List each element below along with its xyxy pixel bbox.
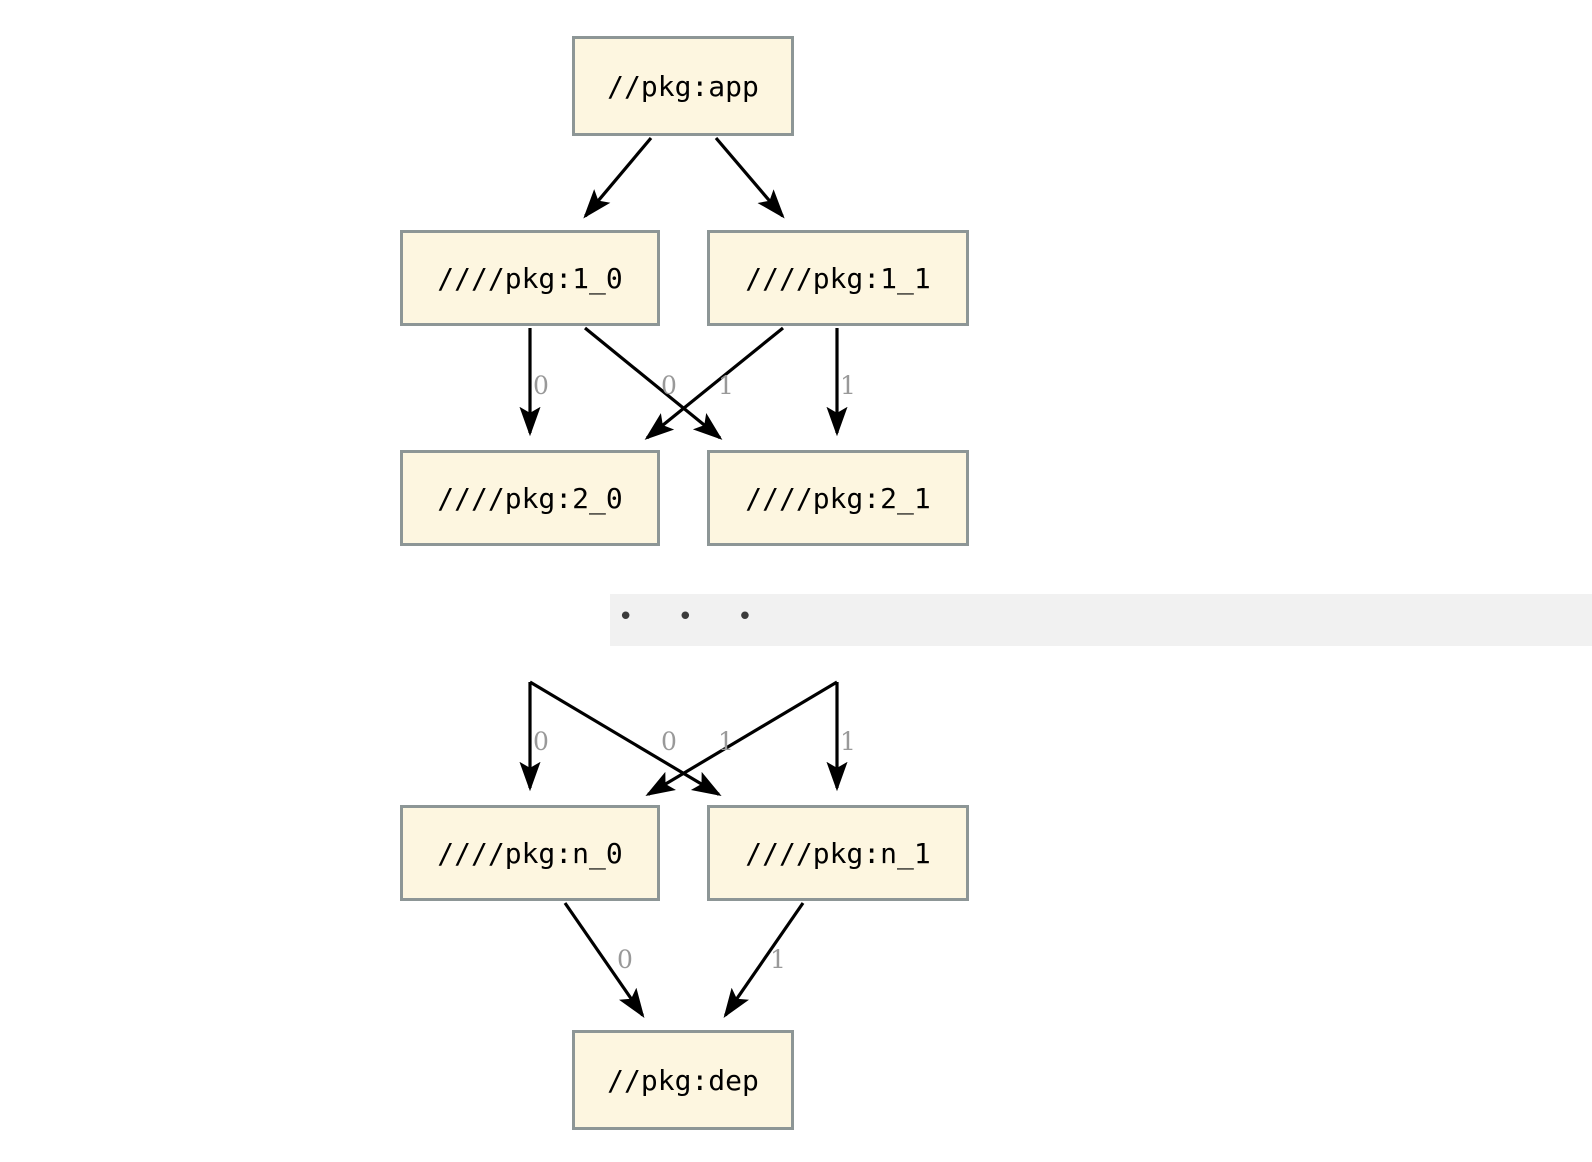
graph-node-label: ////pkg:n_1 xyxy=(745,836,931,870)
graph-node-n1_1[interactable]: ////pkg:1_1 xyxy=(707,230,969,326)
graph-node-label: ////pkg:1_1 xyxy=(745,261,931,295)
edge-label: 1 xyxy=(840,727,856,756)
graph-node-label: ////pkg:2_0 xyxy=(437,481,623,515)
graph-node-label: //pkg:dep xyxy=(607,1063,759,1097)
graph-node-dep[interactable]: //pkg:dep xyxy=(572,1030,794,1130)
edges-group xyxy=(519,136,848,1018)
graph-edge xyxy=(583,136,653,219)
graph-node-label: ////pkg:1_0 xyxy=(437,261,623,295)
edge-label: 0 xyxy=(533,727,549,756)
graph-node-label: //pkg:app xyxy=(607,69,759,103)
ellipsis-dots: • • • xyxy=(618,602,771,632)
graph-node-nn_1[interactable]: ////pkg:n_1 xyxy=(707,805,969,901)
edge-label: 0 xyxy=(617,945,633,974)
graph-edge xyxy=(563,902,645,1018)
edge-label: 0 xyxy=(533,371,549,400)
edge-label: 0 xyxy=(661,727,677,756)
edge-label: 1 xyxy=(840,371,856,400)
graph-node-label: ////pkg:2_1 xyxy=(745,481,931,515)
edge-label: 1 xyxy=(718,727,734,756)
edge-label: 1 xyxy=(770,945,786,974)
graph-edge xyxy=(644,326,785,440)
graph-node-app[interactable]: //pkg:app xyxy=(572,36,794,136)
ellipsis-separator-band: • • • xyxy=(610,594,1592,646)
graph-node-label: ////pkg:n_0 xyxy=(437,836,623,870)
edge-label: 1 xyxy=(718,371,734,400)
graph-node-nn_0[interactable]: ////pkg:n_0 xyxy=(400,805,660,901)
graph-edge xyxy=(645,680,838,796)
graph-node-n1_0[interactable]: ////pkg:1_0 xyxy=(400,230,660,326)
graph-edge xyxy=(723,902,805,1018)
graph-node-n2_0[interactable]: ////pkg:2_0 xyxy=(400,450,660,546)
edge-label: 0 xyxy=(661,371,677,400)
graph-edge xyxy=(583,326,723,440)
graph-edge xyxy=(714,136,785,219)
graph-edge xyxy=(529,680,722,796)
graph-node-n2_1[interactable]: ////pkg:2_1 xyxy=(707,450,969,546)
